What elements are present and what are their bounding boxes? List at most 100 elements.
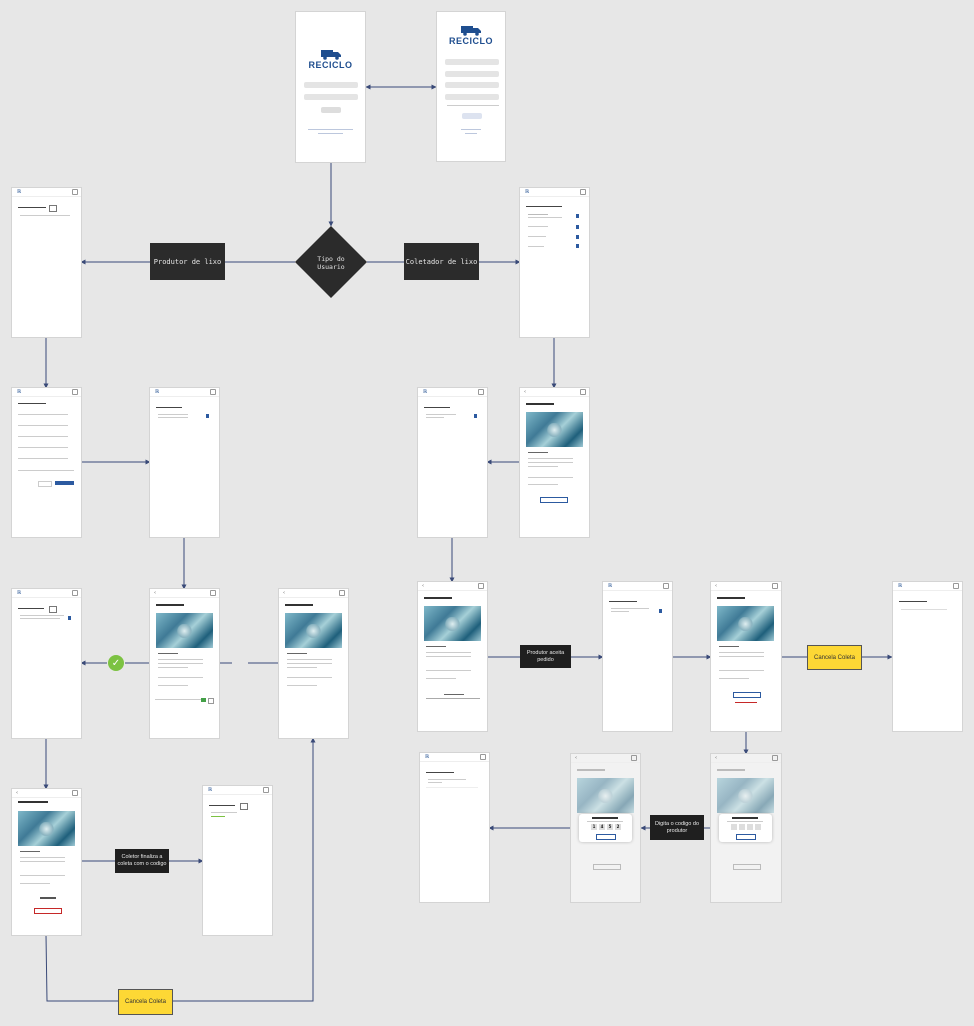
code-digit-1[interactable]: 1 [591, 824, 597, 830]
menu-icon[interactable] [478, 583, 484, 589]
menu-icon[interactable] [953, 583, 959, 589]
menu-icon[interactable] [772, 583, 778, 589]
form-field[interactable] [18, 436, 68, 437]
list-item-icon[interactable] [659, 609, 662, 613]
register-footer-link-2[interactable] [465, 133, 477, 134]
form-field[interactable] [18, 470, 74, 471]
list-item-icon[interactable] [576, 214, 579, 218]
list-item[interactable] [20, 618, 60, 619]
menu-icon[interactable] [631, 755, 637, 761]
cancel-collection-link[interactable] [735, 702, 757, 703]
list-item[interactable] [528, 214, 548, 215]
back-icon[interactable]: ‹ [16, 790, 18, 796]
back-icon[interactable]: ‹ [575, 755, 577, 761]
list-item[interactable] [528, 226, 548, 227]
back-icon[interactable]: ‹ [283, 590, 285, 596]
register-role-options[interactable] [447, 105, 499, 106]
mini-logo: ℝ [898, 583, 903, 589]
list-item[interactable] [428, 782, 442, 783]
code-digit-2[interactable]: 4 [599, 824, 605, 830]
menu-icon[interactable] [772, 755, 778, 761]
menu-icon[interactable] [72, 590, 78, 596]
collector-offer-row[interactable] [155, 699, 205, 700]
register-footer-link[interactable] [461, 129, 481, 130]
menu-icon[interactable] [72, 790, 78, 796]
menu-icon[interactable] [663, 583, 669, 589]
waste-photo [717, 778, 774, 813]
login-footer-link[interactable] [308, 129, 353, 130]
login-email-field[interactable] [304, 82, 358, 88]
register-field-3[interactable] [445, 82, 499, 88]
collector-final-screen: ℝ [420, 753, 489, 902]
list-item-icon[interactable] [576, 235, 579, 239]
form-field[interactable] [18, 447, 68, 448]
menu-icon[interactable] [72, 189, 78, 195]
menu-icon[interactable] [478, 389, 484, 395]
code-digit-4[interactable] [755, 824, 761, 830]
modal-text [727, 821, 763, 822]
code-digit-3[interactable] [747, 824, 753, 830]
finish-collection-button[interactable] [733, 692, 761, 698]
list-item[interactable] [426, 414, 456, 415]
register-field-2[interactable] [445, 71, 499, 77]
status-bar: ‹ [150, 589, 219, 598]
list-item[interactable] [611, 611, 629, 612]
cancel-collection-button[interactable] [34, 908, 62, 914]
menu-icon[interactable] [210, 590, 216, 596]
confirm-code-button[interactable] [596, 834, 616, 840]
code-digit-4[interactable]: 2 [615, 824, 621, 830]
list-item[interactable] [211, 812, 237, 813]
form-field[interactable] [18, 414, 68, 415]
menu-icon[interactable] [72, 389, 78, 395]
menu-icon[interactable] [339, 590, 345, 596]
accept-icon[interactable] [201, 698, 206, 702]
form-field[interactable] [18, 458, 68, 459]
login-password-field[interactable] [304, 94, 358, 100]
login-footer-link-2[interactable] [318, 133, 343, 134]
back-icon[interactable]: ‹ [524, 389, 526, 395]
list-item[interactable] [158, 414, 188, 415]
code-digit-1[interactable] [731, 824, 737, 830]
confirm-code-button[interactable] [736, 834, 756, 840]
add-button[interactable] [240, 803, 248, 810]
list-item[interactable] [528, 236, 546, 237]
list-item-icon[interactable] [68, 616, 71, 620]
code-digit-2[interactable] [739, 824, 745, 830]
back-icon[interactable]: ‹ [715, 755, 717, 761]
list-item[interactable] [528, 217, 562, 218]
back-icon[interactable]: ‹ [154, 590, 156, 596]
login-button[interactable] [321, 107, 341, 113]
submit-button[interactable] [55, 481, 74, 485]
menu-icon[interactable] [580, 389, 586, 395]
list-item[interactable] [428, 779, 466, 780]
register-field-1[interactable] [445, 59, 499, 65]
back-icon[interactable]: ‹ [715, 583, 717, 589]
list-item[interactable] [611, 608, 649, 609]
cancel-button[interactable] [38, 481, 52, 487]
add-button[interactable] [49, 606, 57, 613]
accept-request-button[interactable] [540, 497, 568, 503]
list-item[interactable] [426, 417, 444, 418]
reject-icon[interactable] [208, 698, 214, 704]
menu-icon[interactable] [210, 389, 216, 395]
detail-text [158, 667, 188, 668]
producer-home-screen: ℝ [12, 188, 81, 337]
code-digit-3[interactable]: 5 [607, 824, 613, 830]
list-item[interactable] [20, 615, 64, 616]
list-item-icon[interactable] [576, 244, 579, 248]
register-field-4[interactable] [445, 94, 499, 100]
collector-mine-screen: ℝ [418, 388, 487, 537]
menu-icon[interactable] [480, 754, 486, 760]
list-item-icon[interactable] [206, 414, 209, 418]
list-item[interactable] [158, 417, 188, 418]
add-button[interactable] [49, 205, 57, 212]
back-icon[interactable]: ‹ [422, 583, 424, 589]
list-item[interactable] [528, 246, 544, 247]
list-item-icon[interactable] [474, 414, 477, 418]
form-field[interactable] [18, 425, 68, 426]
list-item-icon[interactable] [576, 225, 579, 229]
menu-icon[interactable] [580, 189, 586, 195]
menu-icon[interactable] [263, 787, 269, 793]
detail-subtitle [287, 653, 307, 654]
register-button[interactable] [462, 113, 482, 119]
